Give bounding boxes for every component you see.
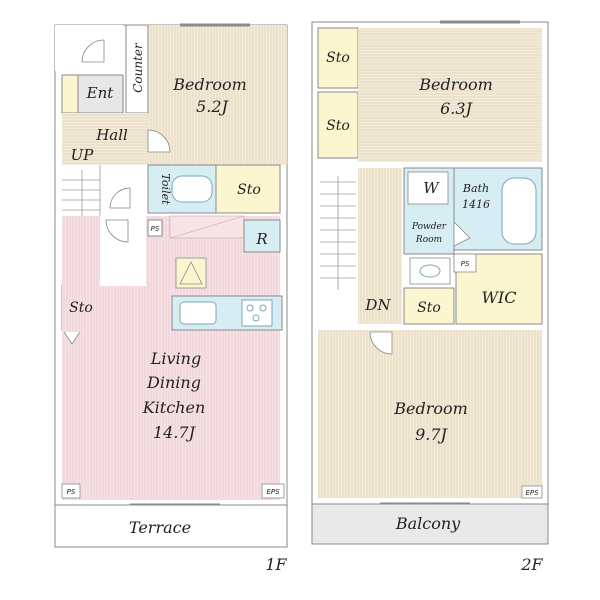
bedroom-north-size: 6.3J	[440, 99, 473, 118]
storage-mid-2f	[317, 91, 359, 159]
balcony	[311, 503, 549, 545]
terrace-label: Terrace	[129, 518, 191, 537]
storage-door-icon	[63, 331, 81, 345]
bath-name: Bath	[462, 182, 489, 195]
hall	[62, 113, 148, 165]
ldk-line2: Dining	[146, 373, 201, 392]
ps-hall-box	[147, 219, 163, 237]
floor-2f	[311, 20, 549, 545]
bedroom-1f-size: 5.2J	[196, 97, 229, 116]
bedroom-south-size: 9.7J	[415, 425, 448, 444]
hall-label: Hall	[95, 126, 128, 144]
storage-top-label: Sto	[326, 50, 350, 66]
bathtub-icon	[501, 177, 537, 245]
range-hood-icon	[175, 257, 207, 289]
floor-1f	[54, 23, 288, 548]
washer-label: W	[423, 179, 440, 197]
floor-2f-label: 2F	[520, 555, 543, 574]
washbasin-box	[409, 257, 451, 285]
ldk-door-icon	[105, 219, 129, 243]
powder-line1: Powder	[411, 222, 447, 232]
toilet-label: Toilet	[159, 173, 172, 205]
ps-hall-label: PS	[151, 225, 160, 233]
stove-icon	[241, 299, 273, 327]
stairs-2f-treads	[320, 176, 356, 290]
eps-corner-box-2f	[521, 485, 543, 499]
sink-icon	[179, 301, 217, 325]
dn-label: DN	[364, 296, 391, 314]
bedroom-door-icon	[147, 129, 171, 153]
bedroom-1f	[148, 25, 287, 165]
storage-toilet-label: Sto	[237, 182, 261, 198]
refrigerator-label: R	[255, 230, 267, 248]
bedroom-south-2f	[318, 330, 542, 498]
storage-dn-label: Sto	[417, 300, 441, 316]
refrigerator	[243, 219, 281, 253]
corridor-2f	[358, 168, 402, 324]
toilet-door-icon	[109, 187, 131, 209]
ldk-line3: Kitchen	[142, 398, 206, 417]
balcony-label: Balcony	[395, 514, 461, 533]
storage-dn-2f	[403, 287, 455, 325]
storage-top-2f	[317, 27, 359, 89]
storage-stairs-label: Sto	[69, 300, 93, 316]
up-label: UP	[71, 146, 95, 164]
bath-size: 1416	[462, 198, 490, 211]
ps-2f-label: PS	[461, 260, 470, 268]
ldk-line1: Living	[150, 349, 201, 368]
bath-door-icon	[453, 221, 471, 247]
shoe-storage	[61, 74, 79, 114]
washer-box	[407, 171, 449, 205]
ldk	[62, 216, 280, 500]
storage-mid-label: Sto	[326, 118, 350, 134]
counter-label: Counter	[131, 42, 145, 93]
terrace	[54, 504, 288, 548]
eps-corner-1f-label: EPS	[266, 488, 280, 496]
toilet-fixture-icon	[171, 175, 213, 203]
bedroom-south-door-icon	[369, 331, 393, 355]
bedroom-1f-name: Bedroom	[172, 75, 247, 94]
entrance-door-icon	[81, 39, 105, 63]
eps-corner-2f-label: EPS	[525, 489, 539, 497]
bedroom-north-2f	[358, 28, 542, 162]
bedroom-north-name: Bedroom	[418, 75, 493, 94]
ps-corner-box	[61, 483, 81, 499]
ps-corner-label: PS	[67, 488, 76, 496]
eps-corner-box-1f	[261, 483, 285, 499]
powder-line2: Room	[415, 235, 442, 245]
floor-1f-label: 1F	[265, 555, 287, 574]
entrance-label: Ent	[86, 84, 115, 102]
wic-label: WIC	[481, 288, 516, 307]
bedroom-south-name: Bedroom	[393, 399, 468, 418]
ldk-size: 14.7J	[153, 423, 197, 442]
storage-toilet	[215, 164, 281, 214]
washbasin-icon	[419, 264, 441, 278]
